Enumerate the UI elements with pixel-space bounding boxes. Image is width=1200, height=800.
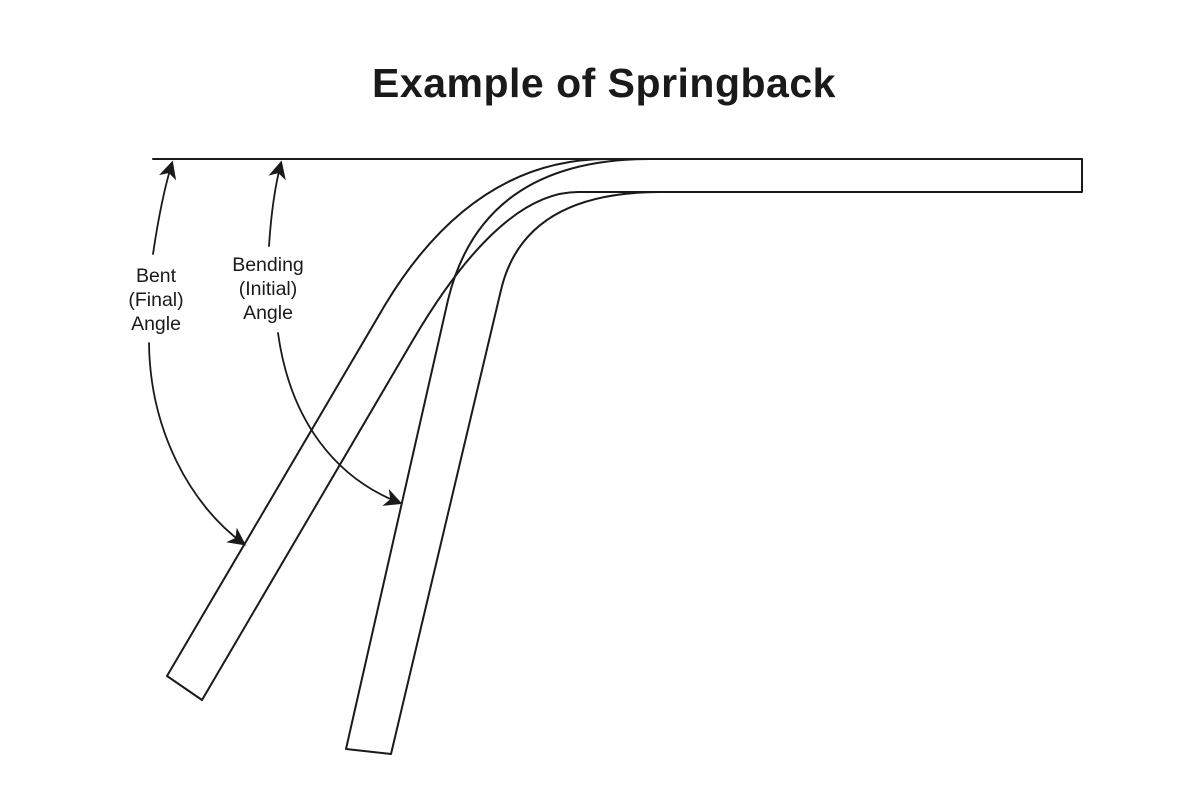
initial-angle-label-line-2: (Initial) bbox=[239, 278, 298, 300]
final-angle-label: Bent (Final) Angle bbox=[128, 265, 183, 335]
final-angle-label-line-1: Bent bbox=[136, 265, 177, 287]
sheet-horizontal-arm-bottom-edge bbox=[577, 158, 1083, 193]
initial-angle-arrow-to-strip bbox=[277, 332, 403, 506]
initial-angle-label-line-3: Angle bbox=[243, 302, 293, 324]
final-angle-label-line-2: (Final) bbox=[128, 289, 183, 311]
final-angle-strip-outline bbox=[166, 158, 608, 701]
initial-angle-strip-outline bbox=[345, 158, 661, 755]
final-angle-label-line-3: Angle bbox=[131, 313, 181, 335]
initial-angle-label-line-1: Bending bbox=[232, 254, 304, 276]
final-angle-arrow-to-strip bbox=[148, 342, 247, 546]
initial-angle-arrow-to-reference-line bbox=[268, 160, 286, 247]
diagram-title: Example of Springback bbox=[372, 60, 836, 106]
final-angle-arrow-to-reference-line bbox=[152, 160, 177, 255]
initial-angle-label: Bending (Initial) Angle bbox=[232, 254, 304, 324]
